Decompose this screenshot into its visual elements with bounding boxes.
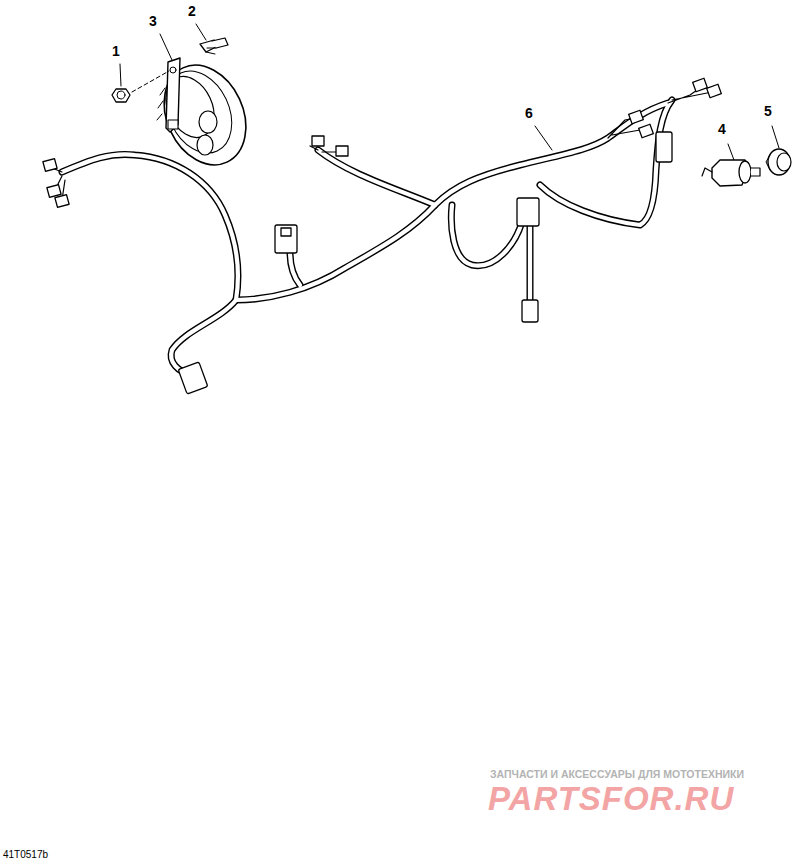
drawing-code: 41T0517b <box>3 850 48 860</box>
callout-number: 2 <box>188 4 196 18</box>
leader-lines <box>120 24 779 160</box>
watermark: ЗАПЧАСТИ И АКСЕССУАРЫ ДЛЯ МОТОТЕХНИКИ <box>490 769 744 780</box>
switch-cap <box>766 149 791 175</box>
switch <box>702 160 760 186</box>
bolt <box>200 38 228 54</box>
callout-number: 6 <box>525 106 533 120</box>
callout-number: 1 <box>112 44 120 58</box>
callout-number: 3 <box>149 14 157 28</box>
wiring-harness <box>62 100 672 375</box>
wire-leads <box>52 88 712 200</box>
callout-number: 4 <box>718 122 726 136</box>
watermark: PARTSFOR.RU <box>488 782 734 815</box>
horn-bracket <box>166 58 180 132</box>
callout-number: 5 <box>764 104 772 118</box>
connectors <box>43 78 721 394</box>
